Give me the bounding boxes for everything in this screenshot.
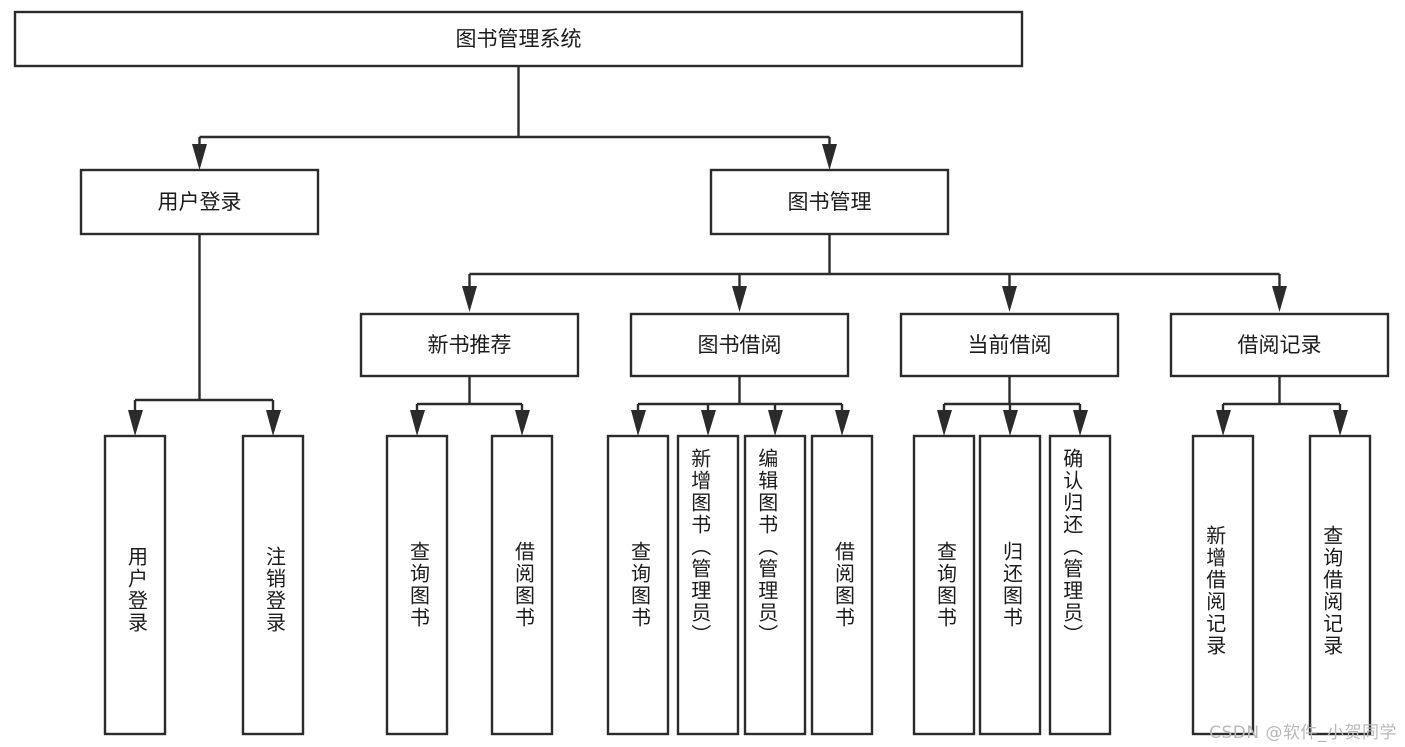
leaf-br-query-record-label: 查询借阅记录 [1320, 525, 1344, 657]
leaf-bb-edit-book-label: 编辑图书（管理员） [755, 448, 779, 646]
leaf-new-book-query[interactable]: 查询图书 [385, 434, 449, 736]
leaf-bb-add-book[interactable]: 新增图书（管理员） [676, 434, 740, 736]
node-borrow-record[interactable]: 借阅记录 [1169, 312, 1390, 378]
arrow-nb-leaf-2 [515, 410, 530, 436]
arrow-to-borrow-record [1272, 286, 1287, 312]
node-user-login-label: 用户登录 [158, 190, 242, 214]
leaf-bb-edit-book[interactable]: 编辑图书（管理员） [743, 434, 807, 736]
arrow-to-current-borrow [1002, 286, 1017, 312]
arrow-cb-leaf-2 [1003, 410, 1018, 436]
node-book-borrow-box[interactable] [629, 312, 850, 378]
edges-book-mgmt-to-level3 [462, 234, 1287, 312]
leaf-br-add-record[interactable]: 新增借阅记录 [1191, 434, 1255, 736]
edges-new-book-to-leaves [410, 376, 530, 436]
arrow-br-leaf-2 [1333, 410, 1348, 436]
leaf-cb-confirm-return-label: 确认归还（管理员） [1060, 448, 1084, 646]
node-current-borrow[interactable]: 当前借阅 [899, 312, 1120, 378]
node-new-book-recommend[interactable]: 新书推荐 [359, 312, 580, 378]
node-root-box[interactable] [13, 10, 1024, 68]
arrow-bb-leaf-3 [768, 410, 783, 436]
leaf-cb-confirm-return-box[interactable] [1048, 434, 1112, 736]
node-book-borrow[interactable]: 图书借阅 [629, 312, 850, 378]
leaf-br-query-record-box[interactable] [1308, 434, 1372, 736]
edges-root-to-level2 [192, 66, 837, 170]
node-current-borrow-box[interactable] [899, 312, 1120, 378]
node-root-label: 图书管理系统 [456, 27, 582, 51]
arrow-root-to-user-login [192, 144, 207, 170]
edges-user-login-to-leaves [128, 234, 281, 436]
edges-book-borrow-to-leaves [631, 376, 850, 436]
node-book-management-label: 图书管理 [788, 190, 872, 214]
leaf-new-book-query-label: 查询图书 [407, 541, 431, 629]
node-user-login[interactable]: 用户登录 [79, 168, 320, 236]
arrow-bb-leaf-4 [835, 410, 850, 436]
arrow-cb-leaf-3 [1073, 410, 1088, 436]
node-new-book-recommend-box[interactable] [359, 312, 580, 378]
leaf-cb-confirm-return[interactable]: 确认归还（管理员） [1048, 434, 1112, 736]
leaf-cb-query-book[interactable]: 查询图书 [912, 434, 976, 736]
leaf-new-book-borrow[interactable]: 借阅图书 [490, 434, 554, 736]
node-book-management-box[interactable] [709, 168, 950, 236]
leaf-bb-query-book-label: 查询图书 [628, 541, 652, 629]
node-borrow-record-box[interactable] [1169, 312, 1390, 378]
arrow-cb-leaf-1 [937, 410, 952, 436]
leaf-br-add-record-label: 新增借阅记录 [1203, 525, 1227, 657]
leaf-cb-return-book-label: 归还图书 [1000, 541, 1024, 629]
arrow-to-book-borrow [732, 286, 747, 312]
leaf-bb-add-book-label: 新增图书（管理员） [688, 448, 712, 646]
leaf-new-book-query-box[interactable] [385, 434, 449, 736]
leaf-bb-query-book[interactable]: 查询图书 [606, 434, 670, 736]
leaf-logout-label: 注销登录 [263, 546, 287, 634]
arrow-bb-leaf-1 [631, 410, 646, 436]
arrow-bb-leaf-2 [701, 410, 716, 436]
node-user-login-box[interactable] [79, 168, 320, 236]
arrow-to-leaf-user-login [128, 410, 143, 436]
leaf-new-book-borrow-box[interactable] [490, 434, 554, 736]
leaf-cb-query-book-label: 查询图书 [934, 541, 958, 629]
node-borrow-record-label: 借阅记录 [1238, 333, 1322, 357]
leaf-cb-return-book-box[interactable] [978, 434, 1042, 736]
node-root[interactable]: 图书管理系统 [13, 10, 1024, 68]
edges-borrow-record-to-leaves [1216, 376, 1348, 436]
arrow-br-leaf-1 [1216, 410, 1231, 436]
leaf-cb-query-book-box[interactable] [912, 434, 976, 736]
node-new-book-recommend-label: 新书推荐 [428, 333, 512, 357]
node-book-borrow-label: 图书借阅 [698, 333, 782, 357]
arrow-to-leaf-logout [266, 410, 281, 436]
leaf-bb-borrow-book-box[interactable] [810, 434, 874, 736]
leaf-logout-box[interactable] [241, 434, 305, 736]
arrow-to-new-book [462, 286, 477, 312]
leaf-user-login[interactable]: 用户登录 [103, 434, 167, 736]
leaf-bb-add-book-box[interactable] [676, 434, 740, 736]
leaf-bb-borrow-book[interactable]: 借阅图书 [810, 434, 874, 736]
leaf-br-query-record[interactable]: 查询借阅记录 [1308, 434, 1372, 736]
node-book-management[interactable]: 图书管理 [709, 168, 950, 236]
leaf-logout[interactable]: 注销登录 [241, 434, 305, 736]
edges-current-borrow-to-leaves [937, 376, 1088, 436]
leaf-br-add-record-box[interactable] [1191, 434, 1255, 736]
leaf-bb-edit-book-box[interactable] [743, 434, 807, 736]
leaf-user-login-label: 用户登录 [125, 546, 149, 634]
leaf-bb-borrow-book-label: 借阅图书 [832, 541, 856, 629]
node-current-borrow-label: 当前借阅 [968, 333, 1052, 357]
leaf-user-login-box[interactable] [103, 434, 167, 736]
arrow-nb-leaf-1 [410, 410, 425, 436]
leaf-new-book-borrow-label: 借阅图书 [512, 541, 536, 629]
arrow-root-to-book-mgmt [822, 144, 837, 170]
leaf-cb-return-book[interactable]: 归还图书 [978, 434, 1042, 736]
leaf-bb-query-book-box[interactable] [606, 434, 670, 736]
